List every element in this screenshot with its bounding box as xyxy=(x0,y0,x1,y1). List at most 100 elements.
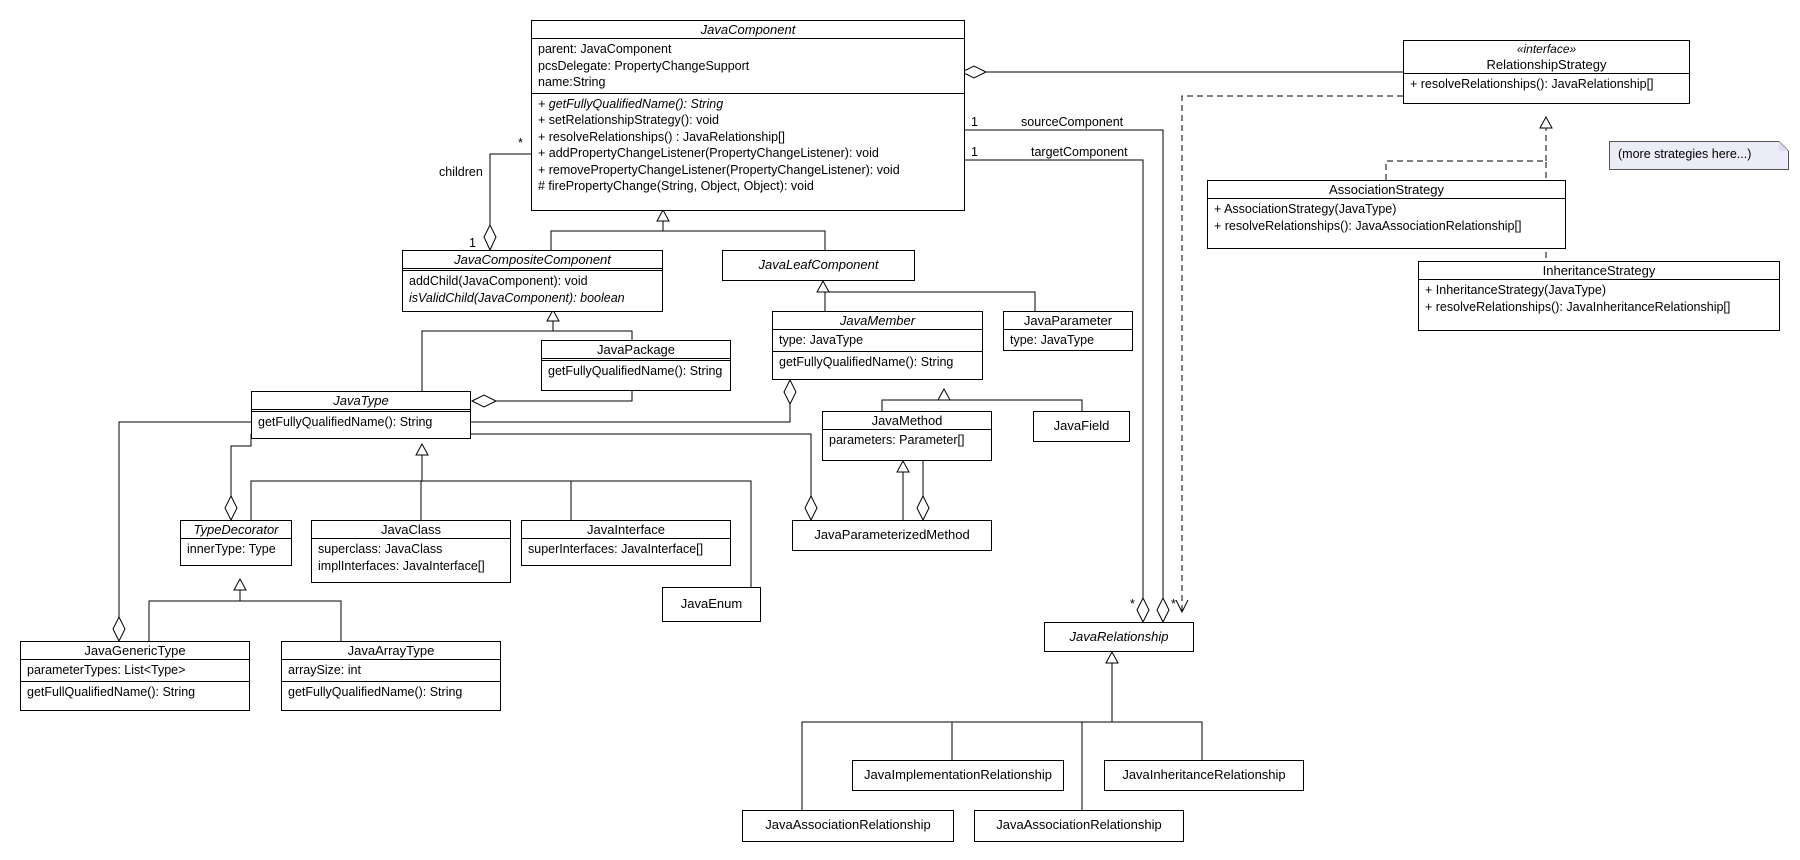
multiplicity-source: 1 xyxy=(971,115,978,129)
attribute: pcsDelegate: PropertyChangeSupport xyxy=(538,58,750,73)
aggregation-diamond xyxy=(804,494,818,522)
class-java-enum[interactable]: JavaEnum xyxy=(662,587,761,622)
class-name: JavaParameter xyxy=(1023,313,1113,328)
realization-arrowhead xyxy=(1539,115,1553,129)
operation: + AssociationStrategy(JavaType) xyxy=(1214,202,1397,216)
class-java-generic-type[interactable]: JavaGenericType parameterTypes: List<Typ… xyxy=(20,641,250,711)
class-name: JavaInterface xyxy=(586,522,666,537)
operation: + removePropertyChangeListener(PropertyC… xyxy=(538,162,900,177)
generalization-subtypes-to-type xyxy=(250,480,752,587)
dependency-arrowhead xyxy=(1175,599,1189,614)
class-name: JavaInheritanceRelationship xyxy=(1122,767,1286,782)
attributes: superInterfaces: JavaInterface[] xyxy=(522,538,730,560)
class-name: JavaField xyxy=(1053,418,1110,433)
class-name: JavaMethod xyxy=(871,413,943,428)
attribute: arraySize: int xyxy=(288,663,361,677)
multiplicity-children-one: 1 xyxy=(469,236,476,250)
generalization-arrowhead xyxy=(233,577,247,591)
operation: getFullyQualifiedName(): String xyxy=(258,415,433,429)
class-name: JavaType xyxy=(333,393,389,408)
attribute: innerType: Type xyxy=(187,542,276,556)
class-java-inheritance-relationship[interactable]: JavaInheritanceRelationship xyxy=(1104,760,1304,791)
operations: addChild(JavaComponent): void isValidChi… xyxy=(403,268,662,308)
class-name: JavaParameterizedMethod xyxy=(814,527,970,542)
note-more-strategies: (more strategies here...) xyxy=(1609,141,1789,170)
class-name: JavaLeafComponent xyxy=(758,257,879,272)
operation: + addPropertyChangeListener(PropertyChan… xyxy=(538,146,879,160)
attributes: arraySize: int xyxy=(282,659,500,681)
generalization-arrowhead xyxy=(937,387,951,401)
class-java-association-relationship[interactable]: JavaAssociationRelationship xyxy=(974,810,1184,842)
class-name: TypeDecorator xyxy=(193,522,279,537)
class-java-field[interactable]: JavaField xyxy=(1033,411,1130,442)
role-label-children: children xyxy=(439,165,483,179)
class-name: JavaImplementationRelationship xyxy=(864,767,1052,782)
operations: + AssociationStrategy(JavaType) + resolv… xyxy=(1208,198,1565,236)
operations: getFullyQualifiedName(): String xyxy=(282,680,500,703)
class-java-type[interactable]: JavaType getFullyQualifiedName(): String xyxy=(251,391,471,439)
class-java-array-type[interactable]: JavaArrayType arraySize: int getFullyQua… xyxy=(281,641,501,711)
attribute: implInterfaces: JavaInterface[] xyxy=(318,558,485,573)
generalization-arrowhead xyxy=(415,442,429,456)
class-java-leaf-component[interactable]: JavaLeafComponent xyxy=(722,250,915,281)
attributes: innerType: Type xyxy=(181,538,291,560)
attribute: type: JavaType xyxy=(1010,333,1095,347)
interface-relationship-strategy[interactable]: «interface» RelationshipStrategy + resol… xyxy=(1403,40,1690,104)
generalization-composite-to-component xyxy=(550,230,826,250)
class-java-implementation-relationship[interactable]: JavaImplementationRelationship xyxy=(852,760,1064,791)
association-target-component xyxy=(965,159,1144,598)
operation: + resolveRelationships(): JavaRelationsh… xyxy=(1410,77,1654,91)
attribute: superInterfaces: JavaInterface[] xyxy=(528,542,704,556)
class-java-parameter[interactable]: JavaParameter type: JavaType xyxy=(1003,311,1133,351)
class-java-class[interactable]: JavaClass superclass: JavaClass implInte… xyxy=(311,520,511,583)
operations: getFullyQualifiedName(): String xyxy=(252,409,470,433)
multiplicity-target: 1 xyxy=(971,145,978,159)
class-name: JavaPackage xyxy=(596,342,676,357)
class-java-method[interactable]: JavaMethod parameters: Parameter[] xyxy=(822,411,992,461)
association-source-component xyxy=(965,129,1164,598)
generalization-method-to-member xyxy=(881,399,1083,411)
class-java-package[interactable]: JavaPackage getFullyQualifiedName(): Str… xyxy=(541,340,731,391)
attributes: type: JavaType xyxy=(773,329,982,351)
operations: + InheritanceStrategy(JavaType) + resolv… xyxy=(1419,279,1779,317)
operation: getFullyQualifiedName(): String xyxy=(548,364,723,378)
class-java-association-relationship[interactable]: JavaAssociationRelationship xyxy=(742,810,954,842)
aggregation-children xyxy=(489,153,531,225)
aggregation-parameterized-type xyxy=(471,433,812,496)
aggregation-diamond xyxy=(224,494,238,522)
class-java-member[interactable]: JavaMember type: JavaType getFullyQualif… xyxy=(772,311,983,380)
class-name: JavaGenericType xyxy=(84,643,186,658)
class-name: JavaArrayType xyxy=(347,643,435,658)
operation: + setRelationshipStrategy(): void xyxy=(538,113,719,127)
class-java-interface[interactable]: JavaInterface superInterfaces: JavaInter… xyxy=(521,520,731,566)
operation: + resolveRelationships() : JavaRelations… xyxy=(538,129,785,144)
class-association-strategy[interactable]: AssociationStrategy + AssociationStrateg… xyxy=(1207,180,1566,249)
role-label-source-component: sourceComponent xyxy=(1021,115,1124,129)
class-java-component[interactable]: JavaComponent parent: JavaComponent pcsD… xyxy=(531,20,965,211)
operation: getFullyQualifiedName(): String xyxy=(779,354,954,369)
class-name: JavaClass xyxy=(381,522,441,537)
multiplicity-relationship-a: * xyxy=(1130,597,1135,611)
class-name: JavaRelationship xyxy=(1069,629,1169,644)
aggregation-diamond xyxy=(1156,596,1170,624)
class-type-decorator[interactable]: TypeDecorator innerType: Type xyxy=(180,520,292,566)
aggregation-diamond xyxy=(470,394,498,408)
class-java-relationship[interactable]: JavaRelationship xyxy=(1044,622,1194,652)
generalization-arrowhead xyxy=(546,308,560,322)
class-name: InheritanceStrategy xyxy=(1542,263,1656,278)
generalization-member-to-leaf xyxy=(824,291,1036,311)
multiplicity-children-many: * xyxy=(518,136,523,150)
attributes: parameterTypes: List<Type> xyxy=(21,659,249,681)
multiplicity-relationship-b: * xyxy=(1171,597,1176,611)
attributes: type: JavaType xyxy=(1004,329,1132,351)
class-name: «interface» RelationshipStrategy xyxy=(1404,41,1689,73)
attributes: superclass: JavaClass implInterfaces: Ja… xyxy=(312,538,510,576)
class-java-composite-component[interactable]: JavaCompositeComponent addChild(JavaComp… xyxy=(402,250,663,312)
operation: isValidChild(JavaComponent): boolean xyxy=(409,290,625,305)
class-inheritance-strategy[interactable]: InheritanceStrategy + InheritanceStrateg… xyxy=(1418,261,1780,331)
aggregation-decorator-type xyxy=(230,434,252,496)
operation: + resolveRelationships(): JavaAssociatio… xyxy=(1214,218,1522,233)
class-java-parameterized-method[interactable]: JavaParameterizedMethod xyxy=(792,520,992,551)
attribute: type: JavaType xyxy=(779,333,864,347)
